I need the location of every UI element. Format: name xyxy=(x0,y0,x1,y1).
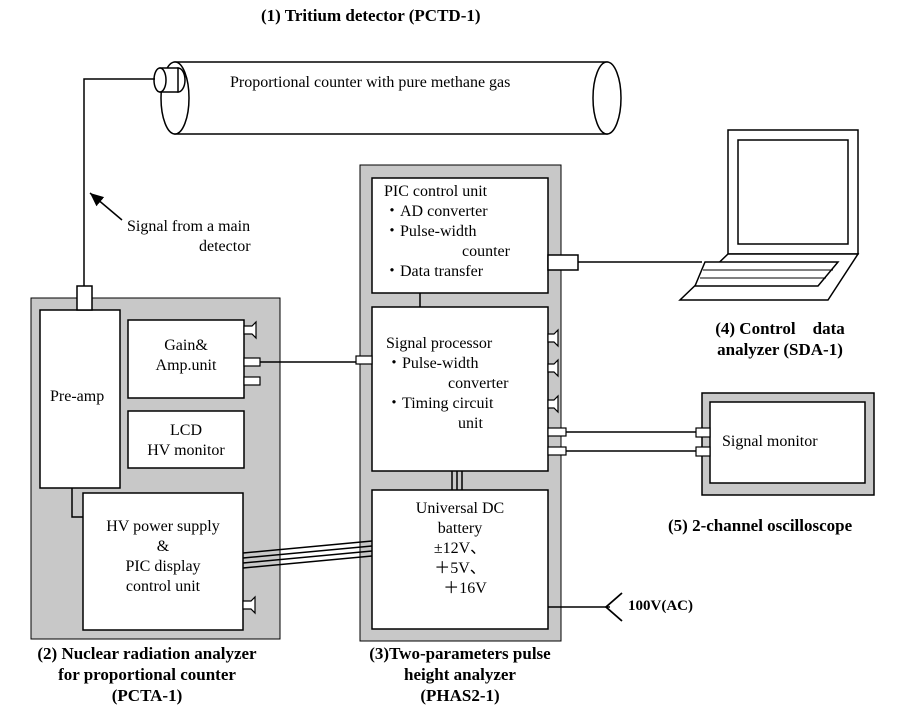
pic-line-5: ・Data transfer xyxy=(384,263,484,280)
pic-line-2: ・AD converter xyxy=(384,203,488,220)
preamp-label: Pre-amp xyxy=(50,388,105,405)
analyzer-title-line-3: (PCTA-1) xyxy=(111,686,183,705)
gain-line-2: Amp.unit xyxy=(155,357,217,374)
signal-note-arrow xyxy=(89,192,123,221)
battery-line-1: Universal DC xyxy=(415,500,505,517)
sigproc-line-1: Signal processor xyxy=(386,335,493,352)
sda-title-line-2: analyzer (SDA-1) xyxy=(717,340,843,359)
osc-port-2 xyxy=(695,446,711,457)
sigproc-jack-1 xyxy=(547,328,559,348)
lcd-line-2: HV monitor xyxy=(147,442,225,459)
phas-title-line-3: (PHAS2-1) xyxy=(420,686,500,705)
sigproc-jack-2 xyxy=(547,358,559,378)
detector-title: (1) Tritium detector (PCTD-1) xyxy=(261,6,481,25)
signal-cable xyxy=(83,78,155,286)
osc-title: (5) 2-channel oscilloscope xyxy=(668,516,853,535)
signal-note-line-2: detector xyxy=(199,238,251,255)
pic-line-4: counter xyxy=(462,243,510,260)
sigproc-label: Signal processor ・Pulse-width converter … xyxy=(386,334,508,434)
pic-usb-port xyxy=(547,254,579,271)
battery-line-4: ＋5V、 xyxy=(434,560,486,577)
sda-title: (4) Control data analyzer (SDA-1) xyxy=(690,318,870,360)
phas-title-line-2: height analyzer xyxy=(404,665,516,684)
sigproc-line-5: unit xyxy=(458,415,483,432)
gain-label: Gain& Amp.unit xyxy=(128,336,244,376)
gain-port-1 xyxy=(243,357,261,367)
hv-line-4: control unit xyxy=(125,578,201,595)
sigproc-port-2 xyxy=(547,446,567,456)
lcd-label: LCD HV monitor xyxy=(128,421,244,461)
battery-box xyxy=(371,489,549,630)
laptop-icon xyxy=(678,129,860,301)
hv-line-2: & xyxy=(156,538,170,555)
sda-title-line-1: (4) Control data xyxy=(715,319,845,338)
sigproc-box xyxy=(371,306,549,472)
oscilloscope-screen xyxy=(709,401,866,484)
preamp-box xyxy=(39,309,121,489)
pic-label: PIC control unit ・AD converter ・Pulse-wi… xyxy=(384,182,510,282)
signal-note: Signal from a main detector xyxy=(127,217,251,257)
pic-box xyxy=(371,177,549,294)
sigproc-battery-bus xyxy=(451,471,463,490)
hv-line-3: PIC display xyxy=(125,558,201,575)
gain-line-1: Gain& xyxy=(164,337,208,354)
ac-plug-icon xyxy=(604,592,623,622)
signal-note-line-1: Signal from a main xyxy=(127,218,251,235)
analyzer-title: (2) Nuclear radiation analyzer for propo… xyxy=(4,643,290,706)
sigproc-input-port xyxy=(355,355,373,365)
laptop-keyboard-lines xyxy=(700,269,833,279)
lcd-line-1: LCD xyxy=(170,422,202,439)
hv-output-jack xyxy=(242,595,256,615)
phas-title: (3)Two-parameters pulse height analyzer … xyxy=(340,643,580,706)
lcd-box xyxy=(127,410,245,469)
counter-label: Proportional counter with pure methane g… xyxy=(230,74,511,91)
hv-to-battery-bus xyxy=(242,540,373,569)
battery-line-5: ＋16V xyxy=(443,580,487,597)
battery-line-3: ±12V、 xyxy=(433,540,487,557)
sigproc-port-1 xyxy=(547,427,567,437)
sigproc-line-2: ・Pulse-width xyxy=(386,355,479,372)
hv-label: HV power supply & PIC display control un… xyxy=(83,517,243,597)
gain-port-2 xyxy=(243,376,261,386)
pic-line-3: ・Pulse-width xyxy=(384,223,477,240)
monitor-label: Signal monitor xyxy=(722,433,818,450)
hv-line-1: HV power supply xyxy=(106,518,220,535)
sigproc-line-3: converter xyxy=(448,375,509,392)
sigproc-line-4: ・Timing circuit xyxy=(386,395,494,412)
gain-output-jack xyxy=(243,320,257,340)
pic-line-1: PIC control unit xyxy=(384,183,488,200)
analyzer-title-line-2: for proportional counter xyxy=(58,665,236,684)
osc-port-1 xyxy=(695,427,711,438)
analyzer-title-line-1: (2) Nuclear radiation analyzer xyxy=(37,644,257,663)
ac-label: 100V(AC) xyxy=(628,598,693,614)
preamp-connector xyxy=(76,285,93,311)
battery-line-2: battery xyxy=(437,520,483,537)
hv-box xyxy=(82,492,244,631)
preamp-hv-link xyxy=(71,488,83,518)
phas-title-line-1: (3)Two-parameters pulse xyxy=(369,644,551,663)
proportional-counter-cylinder xyxy=(160,61,622,135)
sigproc-jack-3 xyxy=(547,394,559,414)
battery-label: Universal DC battery ±12V、 ＋5V、 ＋16V xyxy=(372,499,548,599)
detector-connector xyxy=(153,67,186,93)
